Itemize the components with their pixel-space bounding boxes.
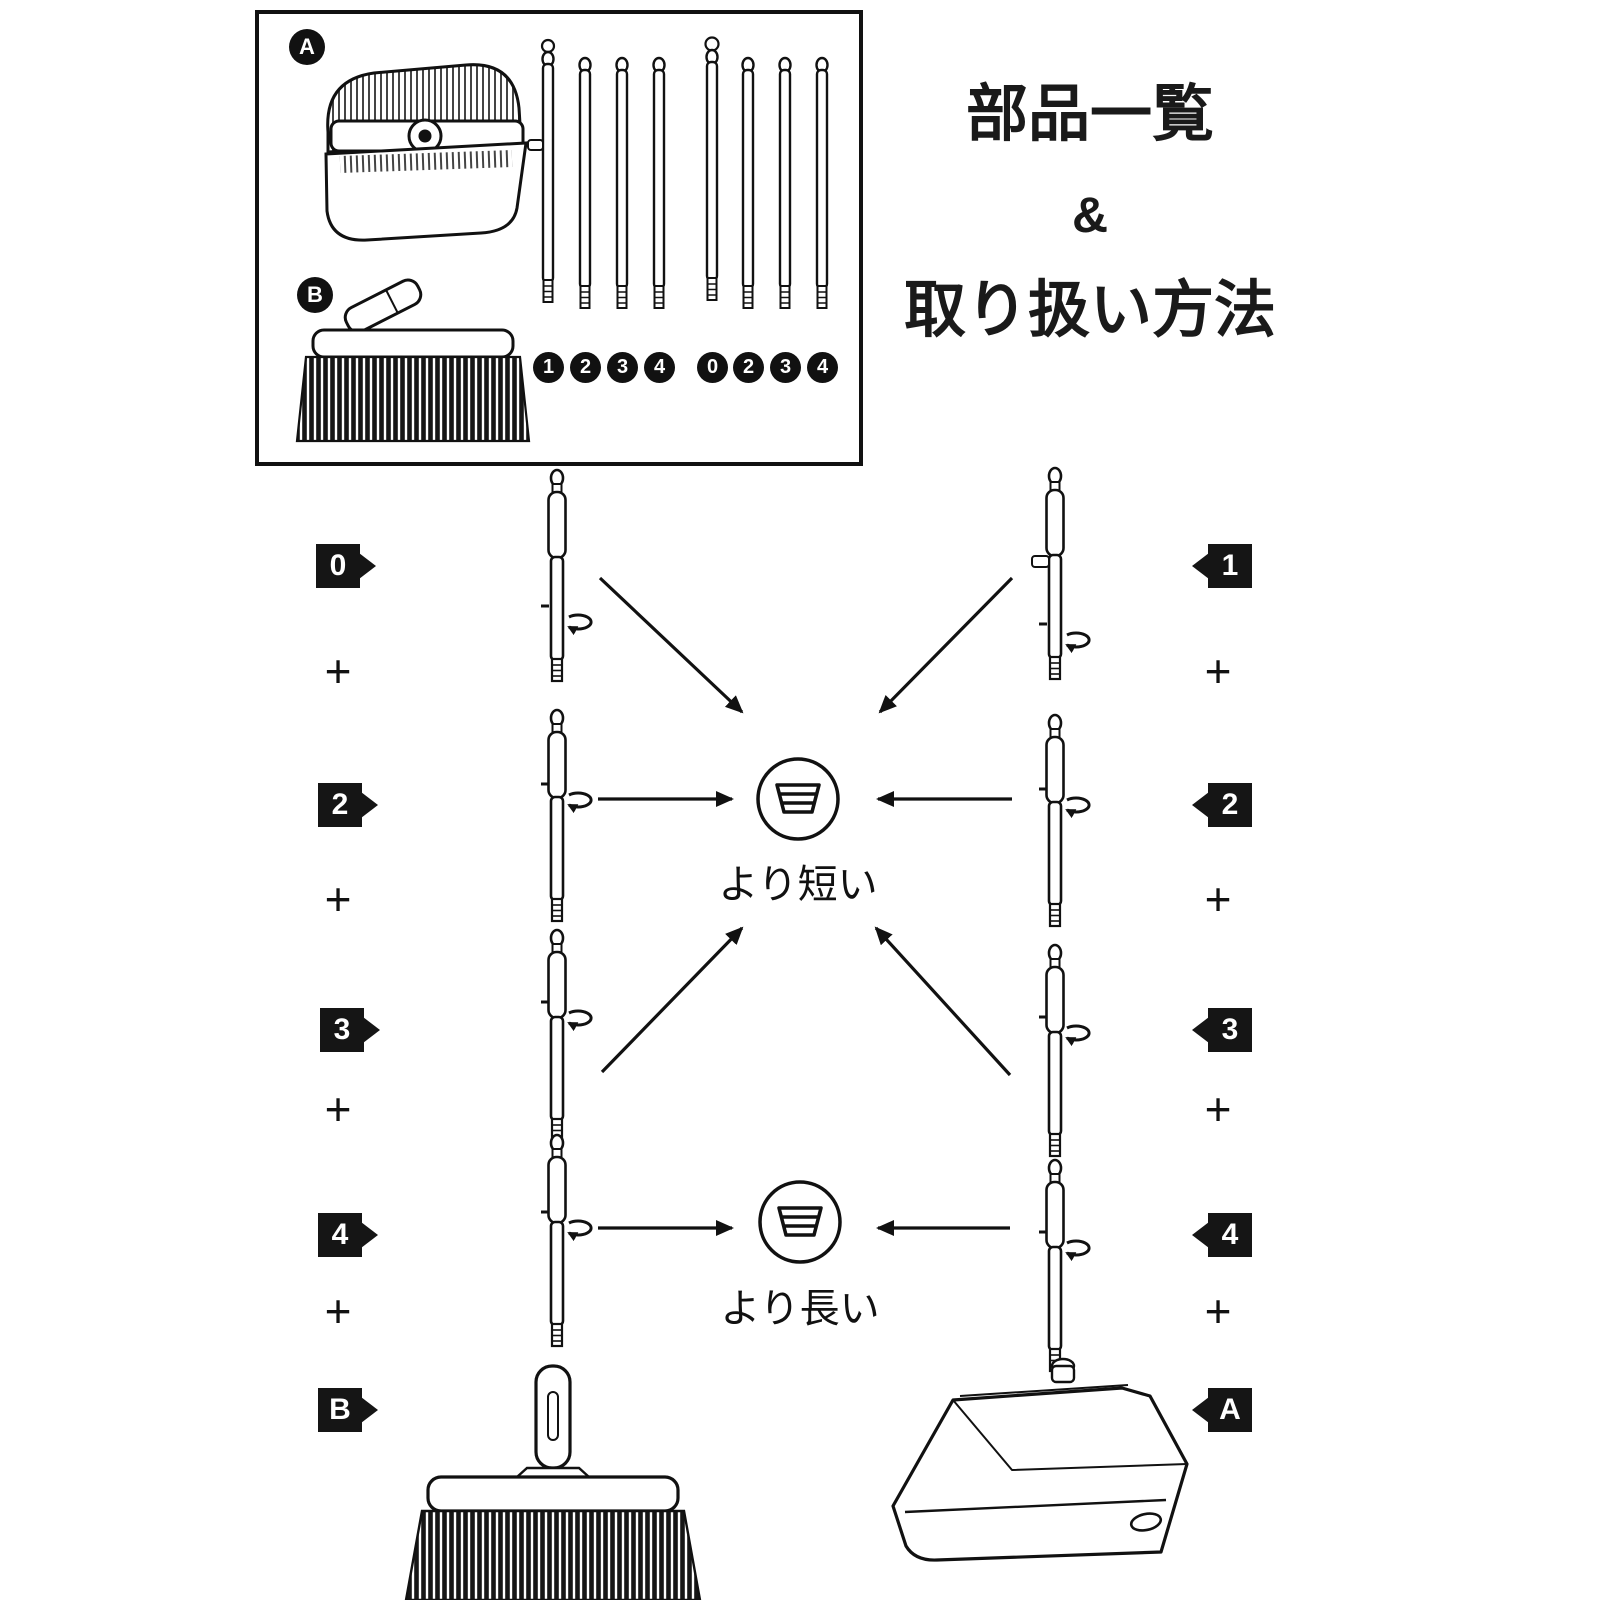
plus-sign-right-3: + bbox=[1204, 1083, 1232, 1135]
broom-b-illustration bbox=[295, 278, 531, 443]
rod-badge-2: 2 bbox=[570, 352, 601, 383]
arrow-left-icon bbox=[1192, 792, 1209, 818]
longer-result-icon bbox=[758, 1180, 842, 1264]
connector-label-3-left: 3 bbox=[320, 1008, 380, 1052]
connector-label-a-right: A bbox=[1192, 1388, 1252, 1432]
part-a-marker: A bbox=[289, 29, 325, 65]
parts-box bbox=[255, 10, 863, 466]
arrow-right-icon bbox=[363, 1017, 380, 1043]
broom-b-bottom-illustration bbox=[404, 1364, 702, 1600]
rod-badge-3: 3 bbox=[607, 352, 638, 383]
label-text: 3 bbox=[1221, 1013, 1239, 1046]
arrow-right-icon bbox=[359, 553, 376, 579]
shorter-result-icon bbox=[756, 757, 840, 841]
label-text: 1 bbox=[1221, 549, 1239, 582]
rod-badge-0: 0 bbox=[697, 352, 728, 383]
rod-badge-1: 1 bbox=[533, 352, 564, 383]
plus-sign-left-2: + bbox=[324, 873, 352, 925]
label-text: 4 bbox=[331, 1218, 349, 1251]
label-text: B bbox=[329, 1393, 351, 1426]
plus-sign-left-4: + bbox=[324, 1285, 352, 1337]
plus-sign-right-2: + bbox=[1204, 873, 1232, 925]
title-line-2: & bbox=[1071, 187, 1109, 243]
shorter-caption: より短い bbox=[718, 863, 878, 907]
rod-badge-2b: 2 bbox=[733, 352, 764, 383]
label-text: 4 bbox=[1221, 1218, 1239, 1251]
pole-3-left bbox=[541, 928, 591, 1143]
connector-label-4-right: 4 bbox=[1192, 1213, 1252, 1257]
label-text: 2 bbox=[331, 788, 349, 821]
label-text: 0 bbox=[329, 549, 347, 582]
plus-sign-right-1: + bbox=[1204, 645, 1232, 697]
connector-label-2-right: 2 bbox=[1192, 783, 1252, 827]
label-text: 3 bbox=[333, 1013, 351, 1046]
arrow-left-icon bbox=[1192, 1222, 1209, 1248]
connector-label-4-left: 4 bbox=[318, 1213, 378, 1257]
connector-label-3-right: 3 bbox=[1192, 1008, 1252, 1052]
arrow-right-icon bbox=[361, 1397, 378, 1423]
plus-sign-right-4: + bbox=[1204, 1285, 1232, 1337]
assembly-arrows bbox=[598, 576, 1014, 1236]
pole-1-right bbox=[1031, 466, 1089, 681]
arrow-right-icon bbox=[361, 792, 378, 818]
longer-caption: より長い bbox=[720, 1287, 880, 1331]
arrow-right-icon bbox=[361, 1222, 378, 1248]
title-line-1: 部品一覧 bbox=[965, 80, 1214, 149]
pole-3-right bbox=[1039, 943, 1089, 1158]
connector-label-0-left: 0 bbox=[316, 544, 376, 588]
page-title: 部品一覧 & 取り扱い方法 bbox=[840, 84, 1340, 386]
connector-label-1-right: 1 bbox=[1192, 544, 1252, 588]
title-line-3: 取り扱い方法 bbox=[903, 276, 1276, 345]
label-text: 2 bbox=[1221, 788, 1239, 821]
dustpan-a-illustration bbox=[324, 63, 528, 242]
pole-2-left bbox=[541, 708, 591, 923]
arrow-left-icon bbox=[1192, 1397, 1209, 1423]
dustpan-a-bottom-illustration bbox=[891, 1357, 1189, 1562]
connector-label-b-left: B bbox=[318, 1388, 378, 1432]
pole-4-left bbox=[541, 1133, 591, 1348]
parts-rod-set bbox=[527, 36, 829, 310]
rod-badge-3b: 3 bbox=[770, 352, 801, 383]
part-b-marker: B bbox=[297, 277, 333, 313]
connector-label-2-left: 2 bbox=[318, 783, 378, 827]
arrow-left-icon bbox=[1192, 553, 1209, 579]
rod-badge-4b: 4 bbox=[807, 352, 838, 383]
label-text: A bbox=[1219, 1393, 1241, 1426]
plus-sign-left-1: + bbox=[324, 645, 352, 697]
arrow-left-icon bbox=[1192, 1017, 1209, 1043]
pole-2-right bbox=[1039, 713, 1089, 928]
rod-badge-4: 4 bbox=[644, 352, 675, 383]
pole-4-right bbox=[1039, 1158, 1089, 1373]
plus-sign-left-3: + bbox=[324, 1083, 352, 1135]
pole-0-left bbox=[541, 468, 591, 683]
